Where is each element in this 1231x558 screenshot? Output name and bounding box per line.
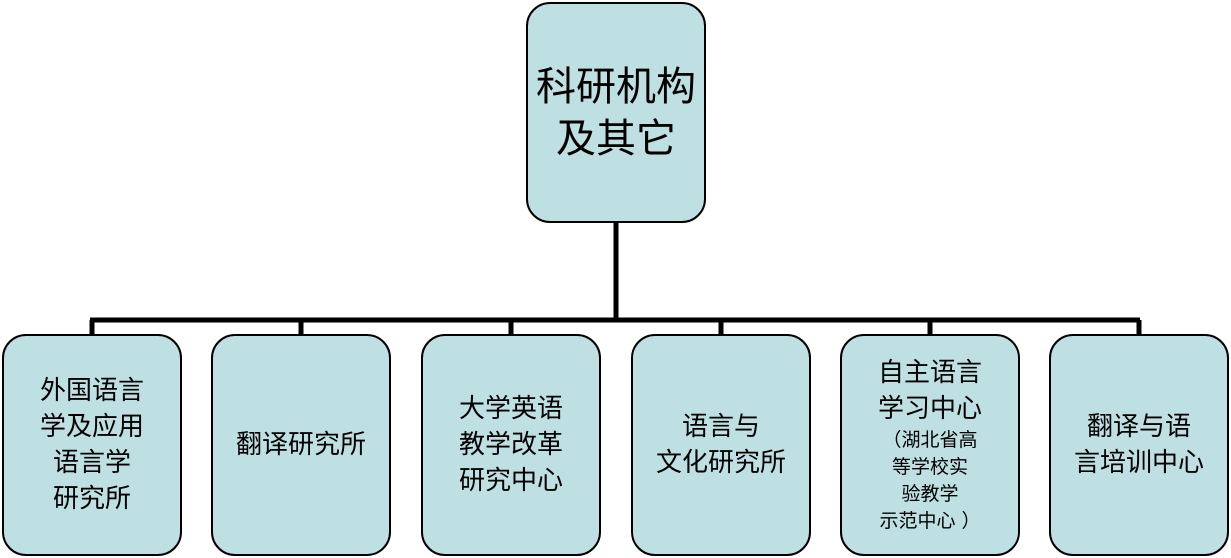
child-label-line: 文化研究所	[655, 448, 786, 478]
child-note-line: 等学校实	[891, 456, 968, 478]
child-note-line: 验教学	[901, 483, 959, 505]
child-label-line: 翻译研究所	[235, 430, 366, 460]
child-node-translation-institute: 翻译研究所	[211, 334, 391, 556]
child-label-line: 研究中心	[458, 466, 563, 496]
child-node-foreign-linguistics: 外国语言 学及应用 语言学 研究所	[2, 334, 182, 556]
child-label-line: 研究所	[52, 484, 131, 514]
child-label-line: 学及应用	[39, 412, 144, 442]
child-note-line: 示范中心 ）	[879, 510, 981, 532]
child-label-line: 语言与	[681, 412, 760, 442]
child-node-translation-training: 翻译与语 言培训中心	[1049, 334, 1229, 556]
child-node-college-english-reform: 大学英语 教学改革 研究中心	[421, 334, 601, 556]
child-label-line: 外国语言	[39, 376, 144, 406]
root-node: 科研机构 及其它	[526, 2, 706, 223]
child-node-language-culture: 语言与 文化研究所	[631, 334, 811, 556]
child-label-line: 大学英语	[458, 394, 563, 424]
child-label-line: 教学改革	[458, 430, 563, 460]
child-node-self-access-learning: 自主语言 学习中心 （湖北省高 等学校实 验教学 示范中心 ）	[840, 334, 1020, 556]
root-label-line-2: 及其它	[556, 115, 676, 162]
child-label-line: 翻译与语	[1086, 412, 1191, 442]
child-note-line: （湖北省高	[882, 429, 978, 451]
child-label-line: 学习中心	[877, 394, 982, 424]
child-label-line: 自主语言	[877, 358, 982, 388]
child-label-line: 语言学	[52, 448, 131, 478]
root-label-line-1: 科研机构	[536, 63, 696, 110]
child-label-line: 言培训中心	[1073, 448, 1204, 478]
